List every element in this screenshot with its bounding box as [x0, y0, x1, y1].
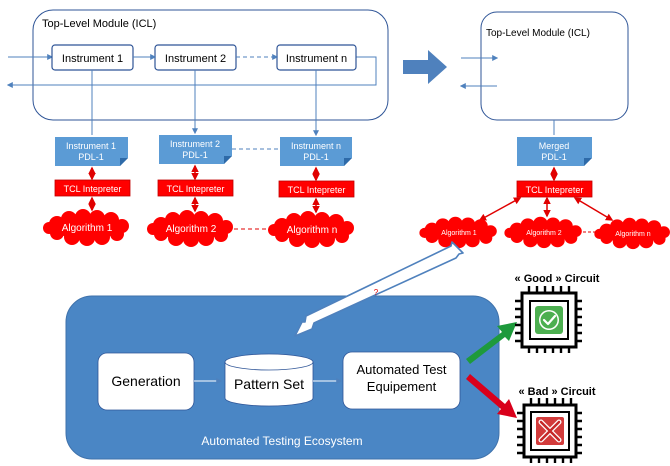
pdl-doc-1-line1: Instrument 1: [66, 141, 116, 151]
merged-pdl-doc: [517, 137, 592, 166]
fan-arrow-algon: [573, 197, 614, 221]
merged-algorithm-2-label: Algorithm 2: [526, 230, 562, 237]
right-module-title: Top-Level Module (ICL): [486, 28, 590, 39]
tcl-interpreter-n: [278, 180, 355, 198]
merged-algorithm-1-label: Algorithm 1: [441, 230, 477, 237]
fan-arrow-algo1: [478, 197, 522, 221]
scan-output-arrow: [6, 56, 377, 88]
bad-outcome-arrow: [466, 374, 517, 418]
ate-box: [342, 351, 461, 410]
instrument-2-label: Instrument 2: [165, 53, 226, 65]
pdl-doc-2-line2: PDL-1: [182, 150, 208, 160]
pdl-doc-1-fold: [120, 158, 128, 166]
instrument-n-label: Instrument n: [286, 53, 347, 65]
merged-doc-line2: PDL-1: [541, 152, 567, 162]
pdl-doc-1-line2: PDL-1: [78, 152, 104, 162]
pdl-doc-1: [55, 137, 128, 166]
algorithm-2-label: Algorithm 2: [166, 224, 217, 235]
instrument-1-label: Instrument 1: [62, 53, 123, 65]
bad-circuit-label: « Bad » Circuit: [518, 386, 595, 398]
question-mark-label: ?: [374, 288, 379, 297]
pdl-doc-2-fold: [224, 156, 232, 164]
chip-check-icon: [515, 286, 582, 353]
pdl-doc-2: [159, 135, 232, 164]
merged-doc-line1: Merged: [539, 141, 570, 151]
generation-label: Generation: [111, 373, 180, 389]
merged-tcl-interpreter: [516, 180, 593, 198]
good-outcome-arrow: [466, 322, 517, 364]
tcl-interpreter-n-label: TCL Intepreter: [288, 185, 346, 195]
pattern-set-cylinder-top: [224, 353, 314, 371]
pdl-doc-n: [280, 137, 352, 166]
tcl-interpreter-2: [157, 179, 234, 197]
good-circuit-label: « Good » Circuit: [515, 273, 600, 285]
tcl-interpreter-2-label: TCL Intepreter: [167, 184, 225, 194]
algorithm-n-label: Algorithm n: [287, 225, 338, 236]
ate-label-line1: Automated Test: [356, 362, 446, 377]
pdl-doc-n-line2: PDL-1: [303, 152, 329, 162]
algorithm-1-label: Algorithm 1: [62, 223, 113, 234]
ecosystem-label: Automated Testing Ecosystem: [201, 434, 362, 448]
tcl-interpreter-1: [54, 179, 131, 197]
pattern-set-label: Pattern Set: [234, 376, 304, 392]
merged-tcl-interpreter-label: TCL Intepreter: [526, 185, 584, 195]
merged-algorithm-n-label: Algorithm n: [615, 231, 651, 238]
pdl-doc-n-line1: Instrument n: [291, 141, 341, 151]
ate-label-line2: Equipement: [367, 379, 437, 394]
pdl-doc-2-line1: Instrument 2: [170, 139, 220, 149]
feedback-block-arrow: [294, 241, 464, 337]
chip-cross-icon: [517, 398, 582, 463]
merged-pdl-doc-fold: [584, 158, 592, 166]
merge-block-arrow: [403, 50, 447, 84]
pdl-doc-n-fold: [344, 158, 352, 166]
tcl-interpreter-1-label: TCL Intepreter: [64, 184, 122, 194]
left-module-title: Top-Level Module (ICL): [42, 18, 156, 30]
pattern-set-cylinder: [224, 362, 314, 407]
